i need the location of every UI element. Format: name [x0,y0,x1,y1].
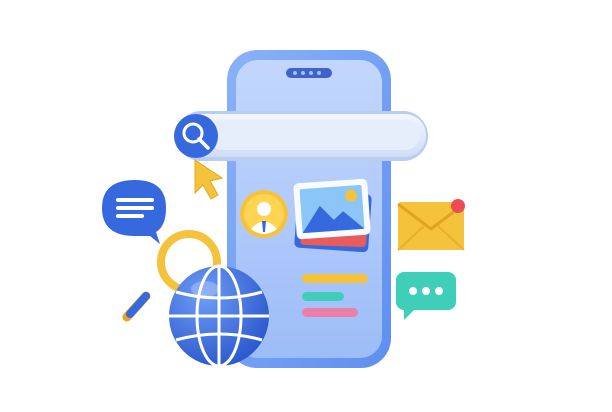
globe-icon [169,264,269,368]
cursor-icon [194,159,224,200]
text-lines [302,274,368,317]
image-gallery-icon [293,178,372,253]
chat-bubble-dots-icon [396,272,456,320]
profile-avatar-icon [240,190,288,238]
search-icon[interactable] [174,114,218,158]
search-bar[interactable] [176,111,428,161]
notification-dot [451,199,465,213]
chat-bubble-lines-icon [102,180,166,244]
mail-envelope-icon [397,202,465,251]
